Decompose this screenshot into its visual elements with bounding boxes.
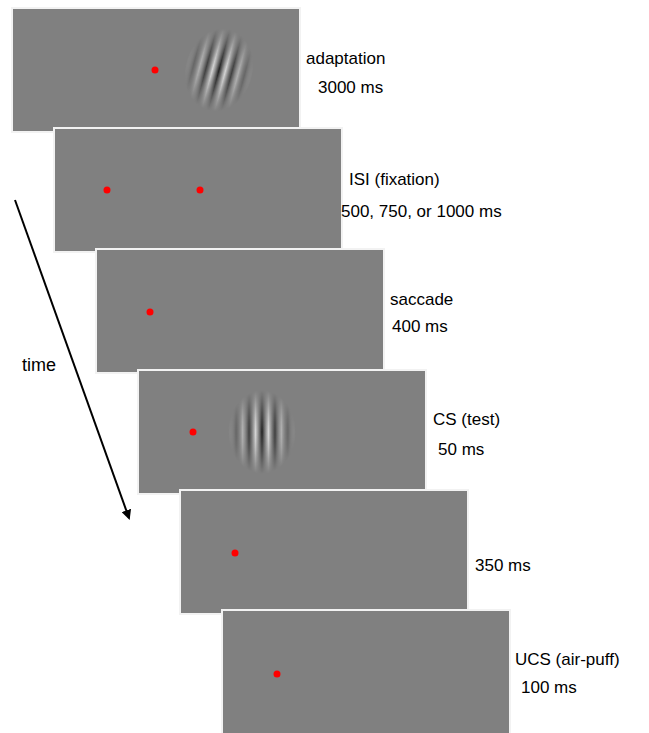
screen-frame: 350 ms (180, 490, 533, 614)
fixation-dot (274, 671, 281, 678)
phase-duration: 100 ms (521, 678, 577, 698)
screen-panel (222, 610, 510, 733)
screen-panel (96, 249, 384, 373)
fixation-dot (232, 550, 239, 557)
phase-name: saccade (390, 290, 453, 310)
screen-frame: CS (test) 50 ms (138, 370, 503, 494)
phase-duration: 400 ms (392, 317, 448, 337)
fixation-dot (197, 187, 204, 194)
screen-panel (138, 370, 426, 494)
screen-frame: UCS (air-puff) 100 ms (222, 610, 622, 733)
screen-panel (12, 8, 300, 132)
fixation-dot (152, 67, 159, 74)
phase-name: ISI (fixation) (349, 170, 440, 190)
screen-frame: adaptation 3000 ms (12, 8, 388, 132)
screen-frame: ISI (fixation) 500, 750, or 1000 ms (54, 128, 504, 252)
screen-panel (54, 128, 342, 252)
phase-name: adaptation (306, 49, 385, 69)
screen-frame: saccade 400 ms (96, 249, 456, 373)
phase-name: CS (test) (433, 410, 500, 430)
axis-label: time (22, 355, 56, 375)
fixation-dot (104, 187, 111, 194)
gabor-patch (168, 13, 270, 126)
screen-panel (180, 490, 468, 614)
phase-duration: 50 ms (438, 440, 484, 460)
phase-duration: 350 ms (475, 556, 531, 576)
phase-duration: 3000 ms (318, 78, 383, 98)
fixation-dot (190, 429, 197, 436)
fixation-dot (147, 309, 154, 316)
phase-duration: 500, 750, or 1000 ms (341, 202, 502, 222)
phase-name: UCS (air-puff) (515, 650, 620, 670)
gabor-patch (222, 384, 302, 480)
